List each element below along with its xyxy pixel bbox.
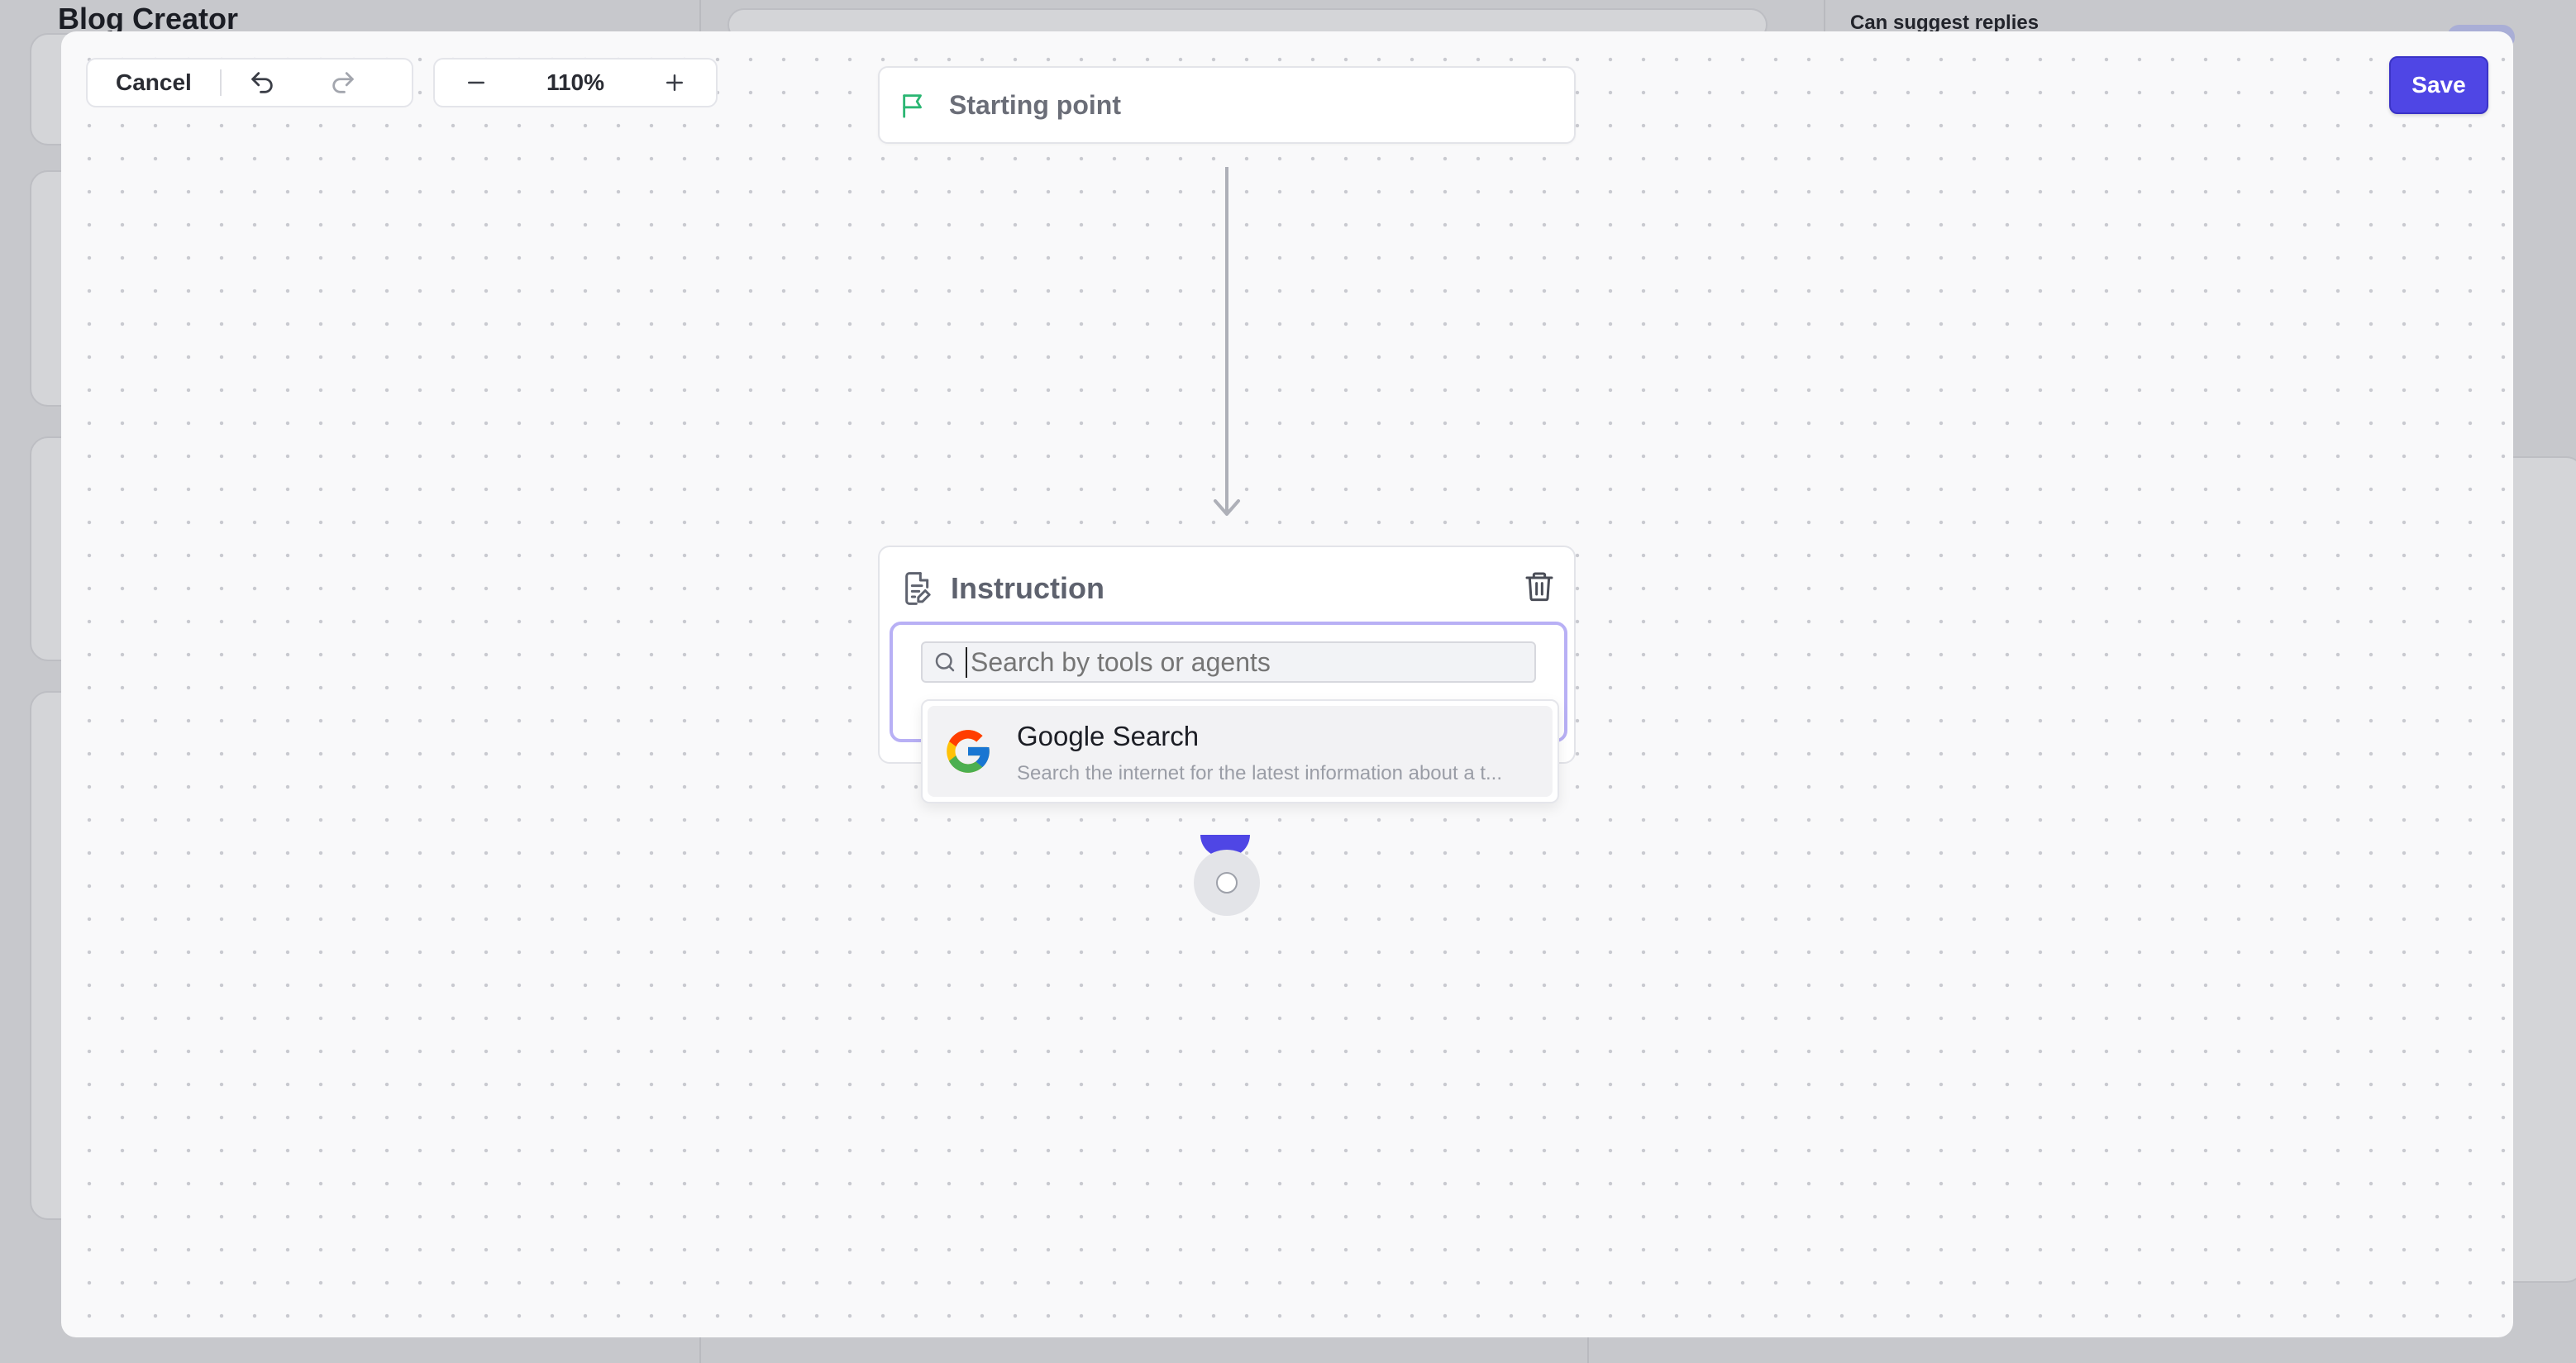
arrow-down-icon <box>1214 499 1240 516</box>
plus-icon <box>666 74 683 91</box>
google-logo-icon <box>947 730 990 773</box>
save-button[interactable]: Save <box>2389 56 2488 114</box>
connection-handle[interactable] <box>1194 850 1260 916</box>
undo-icon <box>251 72 273 93</box>
trash-icon <box>1525 572 1553 602</box>
redo-button[interactable] <box>303 60 384 106</box>
starting-point-label: Starting point <box>949 89 1121 120</box>
search-icon <box>935 652 955 672</box>
search-result-google-search[interactable]: Google Search Search the internet for th… <box>928 706 1553 797</box>
app-title: Blog Creator <box>58 2 239 36</box>
zoom-controls: 110% <box>433 58 718 107</box>
zoom-level: 110% <box>546 69 605 95</box>
search-input[interactable] <box>966 646 1528 678</box>
delete-node-button[interactable] <box>1523 569 1556 608</box>
starting-point-node[interactable]: Starting point <box>878 66 1576 144</box>
edit-toolbar: Cancel <box>86 58 413 107</box>
cancel-button[interactable]: Cancel <box>116 69 192 95</box>
handle-dot <box>1216 872 1238 894</box>
flag-icon <box>903 94 922 118</box>
bg-divider <box>1587 1322 1589 1363</box>
instruction-title: Instruction <box>951 571 1104 605</box>
search-result-title: Google Search <box>1017 721 1200 751</box>
minus-icon <box>468 81 484 84</box>
undo-button[interactable] <box>222 60 303 106</box>
tool-search-box <box>921 641 1536 683</box>
flow-connector <box>1225 167 1228 514</box>
instruction-header: Instruction <box>901 570 1104 607</box>
document-edit-icon <box>905 572 931 605</box>
redo-icon <box>332 72 354 93</box>
search-result-description: Search the internet for the latest infor… <box>1017 762 1503 784</box>
search-results-dropdown: Google Search Search the internet for th… <box>921 699 1559 803</box>
zoom-out-button[interactable] <box>435 60 518 106</box>
toolbar-divider <box>219 69 222 96</box>
zoom-in-button[interactable] <box>633 60 716 106</box>
right-panel-label: Can suggest replies <box>1850 12 2039 34</box>
